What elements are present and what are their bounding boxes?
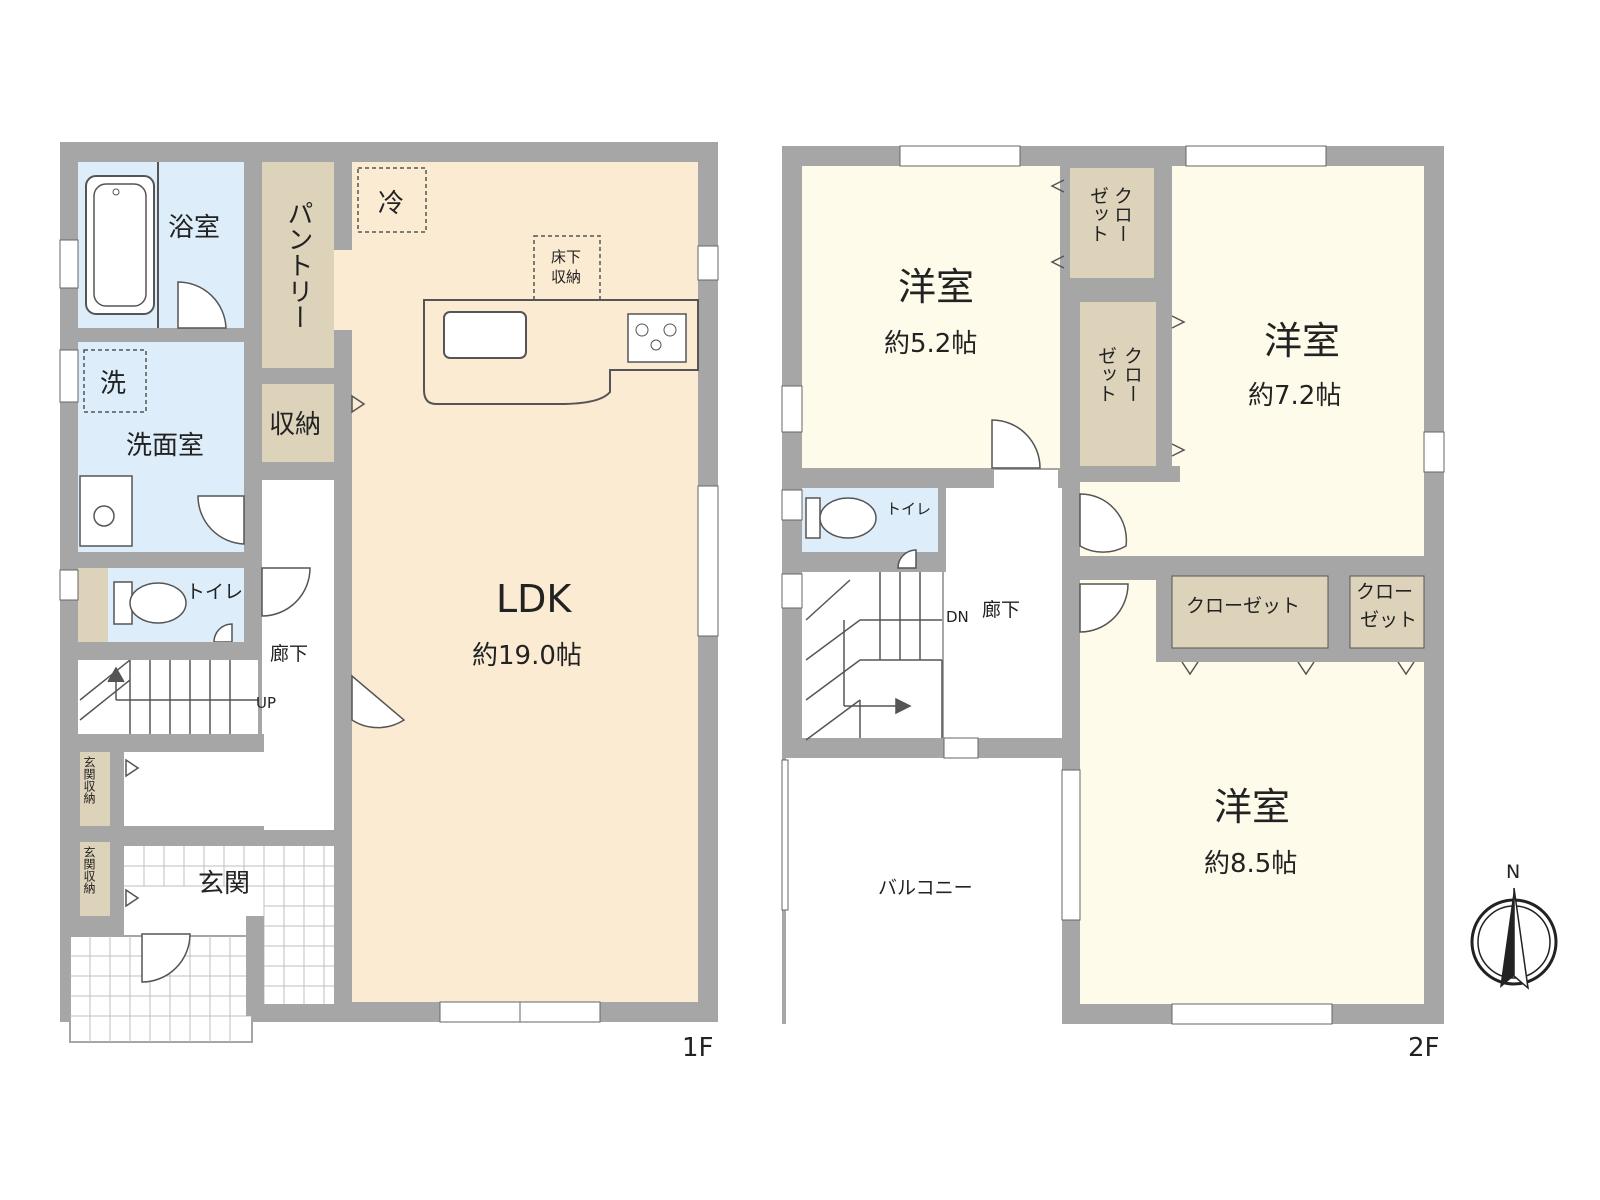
stove-icon xyxy=(627,313,687,363)
burner-icon xyxy=(650,339,662,351)
fridge-label: 冷 xyxy=(378,189,404,219)
closet-c-panel xyxy=(1171,575,1329,649)
ldk-size-label: 約19.0帖 xyxy=(472,641,582,671)
closet-d-label-1: クロー xyxy=(1356,581,1413,603)
storage-label: 収納 xyxy=(269,410,321,440)
hall2-floor xyxy=(944,488,1062,738)
closet-a-label-1: クロー xyxy=(1111,186,1133,243)
burner-icon xyxy=(663,323,677,337)
closet-c-label: クローゼット xyxy=(1186,595,1300,617)
compass-icon: N xyxy=(1470,861,1558,990)
room-a-size: 約5.2帖 xyxy=(884,329,977,359)
closet-d-panel xyxy=(1349,575,1425,649)
drain-icon xyxy=(112,188,120,196)
washer-label: 洗 xyxy=(100,369,126,399)
entrance-label: 玄関 xyxy=(198,869,250,899)
toilet1-tank-shelf xyxy=(78,568,108,642)
entry-storage-label-2: 玄関収納 xyxy=(82,845,96,894)
room-b-floor xyxy=(1172,166,1424,556)
washbasin-icon xyxy=(79,475,133,547)
toilet2-label: トイレ xyxy=(886,500,931,518)
stairs1-floor xyxy=(78,660,258,734)
hall1-floor xyxy=(262,480,334,830)
floor1-interior-walls xyxy=(78,162,352,1016)
underfloor-box xyxy=(533,235,601,301)
room-c-size: 約8.5帖 xyxy=(1204,849,1297,879)
washroom-label: 洗面室 xyxy=(126,431,204,461)
closet-d-label-2: ゼット xyxy=(1360,609,1417,631)
bath-label: 浴室 xyxy=(168,213,220,243)
basin-bowl-icon xyxy=(93,505,115,527)
stairs-2f xyxy=(805,572,943,741)
pantry-label: パントリー xyxy=(283,200,313,330)
toilet2-door-small xyxy=(897,549,917,569)
ldk-corridor-gap xyxy=(334,250,354,330)
floor1-label: 1F xyxy=(682,1033,714,1063)
floor2-windows xyxy=(781,145,1445,1025)
entrance-tiles xyxy=(124,846,334,1004)
porch-tiles xyxy=(70,936,252,1042)
stairs-1f xyxy=(79,659,258,734)
toilet2-bowl-icon xyxy=(819,497,877,539)
hall2-label: 廊下 xyxy=(982,599,1020,621)
toilet2-tank-icon xyxy=(805,497,821,539)
balcony-floor xyxy=(786,758,1062,1024)
sink-icon xyxy=(443,311,527,359)
toilet-icon xyxy=(113,581,133,625)
floor-1: 浴室 パントリー 冷 床下 収納 洗 洗面室 収納 トイレ 廊下 UP LDK … xyxy=(59,142,719,1063)
closet-b-label-2: ゼット xyxy=(1095,346,1117,403)
stairs-down-label: DN xyxy=(946,608,969,626)
room-c-floor xyxy=(1080,662,1424,1004)
hall2-floor-top xyxy=(994,470,1058,490)
toilet-door-small xyxy=(213,623,233,643)
floor1-windows xyxy=(59,239,719,1023)
stairs-up-label: UP xyxy=(256,694,276,712)
toilet1-label: トイレ xyxy=(186,581,243,603)
room-b-size: 約7.2帖 xyxy=(1248,381,1341,411)
entry-storage-marker xyxy=(125,888,140,908)
underfloor-label-1: 床下 xyxy=(551,248,581,266)
closet-door-markers xyxy=(1050,179,1415,676)
room-a-name: 洋室 xyxy=(898,265,974,309)
closet-b-floor xyxy=(1080,302,1156,466)
hall1-floor-left xyxy=(124,740,264,830)
balcony-label: バルコニー xyxy=(878,877,973,899)
closet-b-label-1: クロー xyxy=(1121,346,1143,403)
room-c-name: 洋室 xyxy=(1214,785,1290,829)
hall1-label: 廊下 xyxy=(270,643,308,665)
burner-icon xyxy=(635,323,649,337)
room-b-name: 洋室 xyxy=(1264,319,1340,363)
fridge-box xyxy=(357,167,427,233)
closet-a-floor xyxy=(1066,168,1154,278)
compass-north-label: N xyxy=(1506,861,1520,883)
floor-2: 洋室 約5.2帖 クロー ゼット クロー ゼット 洋室 約7.2帖 トイレ DN… xyxy=(781,145,1445,1063)
storage-floor xyxy=(262,384,334,462)
entry-storage-2 xyxy=(80,842,110,916)
underfloor-label-2: 収納 xyxy=(551,268,581,286)
entry-storage-marker xyxy=(125,758,140,778)
storage-door-marker xyxy=(351,394,366,414)
pantry-floor xyxy=(262,162,334,368)
floor2-doors xyxy=(991,419,1129,633)
entry-storage-label-1: 玄関収納 xyxy=(82,755,96,804)
bathtub-inner xyxy=(93,183,147,307)
room-a-floor xyxy=(802,166,1060,468)
entry-storage-1 xyxy=(80,752,110,826)
toilet-bowl-icon xyxy=(129,582,187,624)
ldk-name-label: LDK xyxy=(496,577,572,621)
washer-box xyxy=(83,349,147,413)
bathtub-icon xyxy=(85,175,155,315)
floor1-doors xyxy=(141,281,406,983)
closet-a-label-2: ゼット xyxy=(1087,186,1109,243)
floor2-label: 2F xyxy=(1408,1033,1440,1063)
stairs2-floor xyxy=(802,572,942,738)
